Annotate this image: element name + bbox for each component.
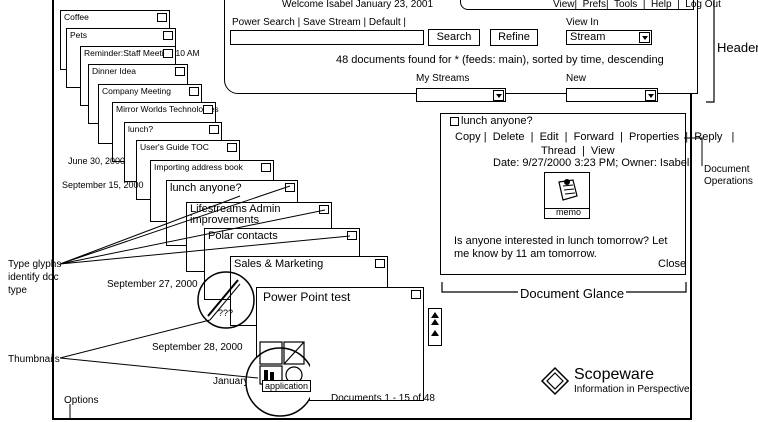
search-button[interactable]: Search xyxy=(428,29,480,46)
stack-card-title: Polar contacts xyxy=(208,230,278,242)
glance-checkbox[interactable] xyxy=(450,117,459,126)
glance-meta: Date: 9/27/2000 3:23 PM; Owner: Isabel xyxy=(493,157,690,169)
chevron-down-icon xyxy=(639,32,650,43)
my-streams-label: My Streams xyxy=(416,73,470,84)
document-type-icon xyxy=(189,87,199,96)
date-label: September 15, 2000 xyxy=(62,180,144,190)
glance-annotation: Document Glance xyxy=(518,286,627,301)
refine-button[interactable]: Refine xyxy=(490,29,538,46)
stack-card-title: Lifestreams Admin improvements xyxy=(190,203,281,226)
stack-card-title: Dinner Idea xyxy=(92,66,136,76)
view-in-value: Stream xyxy=(570,31,606,43)
header-inner-top xyxy=(460,0,694,10)
glance-title: lunch anyone? xyxy=(461,115,533,127)
document-type-icon xyxy=(157,13,167,22)
stack-card-title: Pets xyxy=(70,30,88,40)
chevron-down-icon xyxy=(645,90,656,101)
options-annotation[interactable]: Options xyxy=(64,395,99,406)
stack-card-title: lunch? xyxy=(128,124,154,134)
thumbnail-circles xyxy=(197,271,310,417)
top-links[interactable]: View| Prefs| Tools | Help | Log Out xyxy=(553,0,721,10)
document-type-icon xyxy=(347,231,357,240)
type-glyphs-annotation: Type glyphs identify doc type xyxy=(8,259,62,296)
stack-card-title: Coffee xyxy=(64,12,89,22)
documents-count: Documents 1 - 15 of 48 xyxy=(331,393,435,404)
search-links[interactable]: Power Search | Save Stream | Default | xyxy=(232,17,406,28)
header-annotation: Header xyxy=(717,40,758,55)
view-in-select[interactable]: Stream xyxy=(566,30,652,45)
brand-tagline: Information in Perspective xyxy=(574,384,690,395)
document-type-icon xyxy=(203,105,213,114)
document-type-icon xyxy=(411,290,421,299)
document-type-icon xyxy=(227,143,237,152)
document-type-icon xyxy=(261,163,271,172)
result-text: 48 documents found for * (feeds: main), … xyxy=(336,54,664,66)
front-card-title: Power Point test xyxy=(263,290,351,304)
document-operations-2[interactable]: Thread | View xyxy=(541,145,615,157)
view-in-label: View In xyxy=(566,17,599,28)
glance-close-link[interactable]: Close xyxy=(658,258,687,270)
date-label: September 27, 2000 xyxy=(107,279,198,290)
search-input[interactable] xyxy=(230,30,424,45)
brand-name: Scopeware xyxy=(574,366,655,383)
memo-label-box xyxy=(544,208,590,219)
welcome-text: Welcome Isabel January 23, 2001 xyxy=(282,0,434,10)
stack-card-title: Reminder:Staff Meeting 10 AM xyxy=(84,48,200,58)
date-label: January 19 xyxy=(213,376,263,387)
date-label: June 30, 2000 xyxy=(68,156,126,166)
scroll-up-icon[interactable] xyxy=(430,312,440,342)
thumbnail-caption: application xyxy=(262,380,312,392)
doc-ops-pointer xyxy=(684,137,703,166)
stack-card-title: Mirror Worlds Technologies xyxy=(116,104,219,114)
my-streams-select[interactable] xyxy=(416,88,506,102)
thumbnail-caption: ??? xyxy=(218,308,234,318)
new-label: New xyxy=(566,73,587,84)
stack-card-title: Company Meeting xyxy=(102,86,171,96)
document-type-icon xyxy=(163,49,173,58)
chevron-down-icon xyxy=(493,90,504,101)
thumbnails-annotation: Thumbnails xyxy=(8,354,60,365)
stack-card-title: Importing address book xyxy=(154,162,243,172)
scopeware-logo-icon xyxy=(540,366,570,396)
glance-body: Is anyone interested in lunch tomorrow? … xyxy=(454,235,668,260)
header-panel xyxy=(224,0,698,94)
stack-card-title: User's Guide TOC xyxy=(140,142,209,152)
document-type-icon xyxy=(285,183,295,192)
document-type-icon xyxy=(163,31,173,40)
header-bracket xyxy=(706,0,715,103)
stack-card-title: lunch anyone? xyxy=(170,182,242,194)
memo-label: memo xyxy=(556,207,582,217)
document-type-icon xyxy=(375,259,385,268)
document-type-icon xyxy=(319,205,329,214)
memo-icon xyxy=(558,179,578,201)
doc-ops-annotation: Document Operations xyxy=(704,164,753,187)
document-type-icon xyxy=(209,125,219,134)
new-select[interactable] xyxy=(566,88,658,102)
document-type-icon xyxy=(175,67,185,76)
document-operations[interactable]: Copy | Delete | Edit | Forward | Propert… xyxy=(455,131,735,143)
